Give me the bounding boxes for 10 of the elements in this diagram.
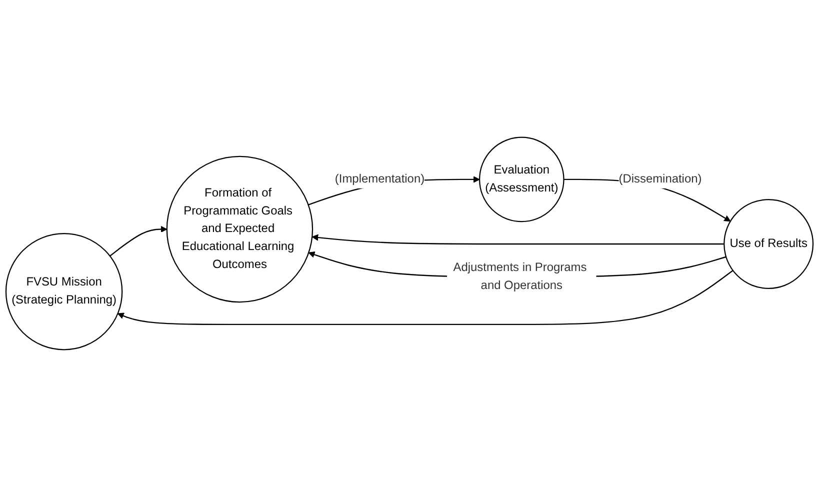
arrow bbox=[312, 234, 724, 245]
node-circle: Use of Results bbox=[724, 198, 814, 289]
arrow bbox=[110, 226, 168, 256]
node-circle: Evaluation (Assessment) bbox=[478, 136, 564, 222]
edge-label: (Implementation) bbox=[334, 172, 425, 186]
edge-label: (Dissemination) bbox=[618, 172, 702, 186]
node-circle: FVSU Mission (Strategic Planning) bbox=[5, 232, 123, 350]
arrow bbox=[118, 270, 734, 326]
node-circle: Formation of Programmatic Goals and Expected Educational Learning Outcomes bbox=[166, 156, 314, 303]
edge-label: Adjustments in Programs and Operations bbox=[453, 261, 587, 292]
